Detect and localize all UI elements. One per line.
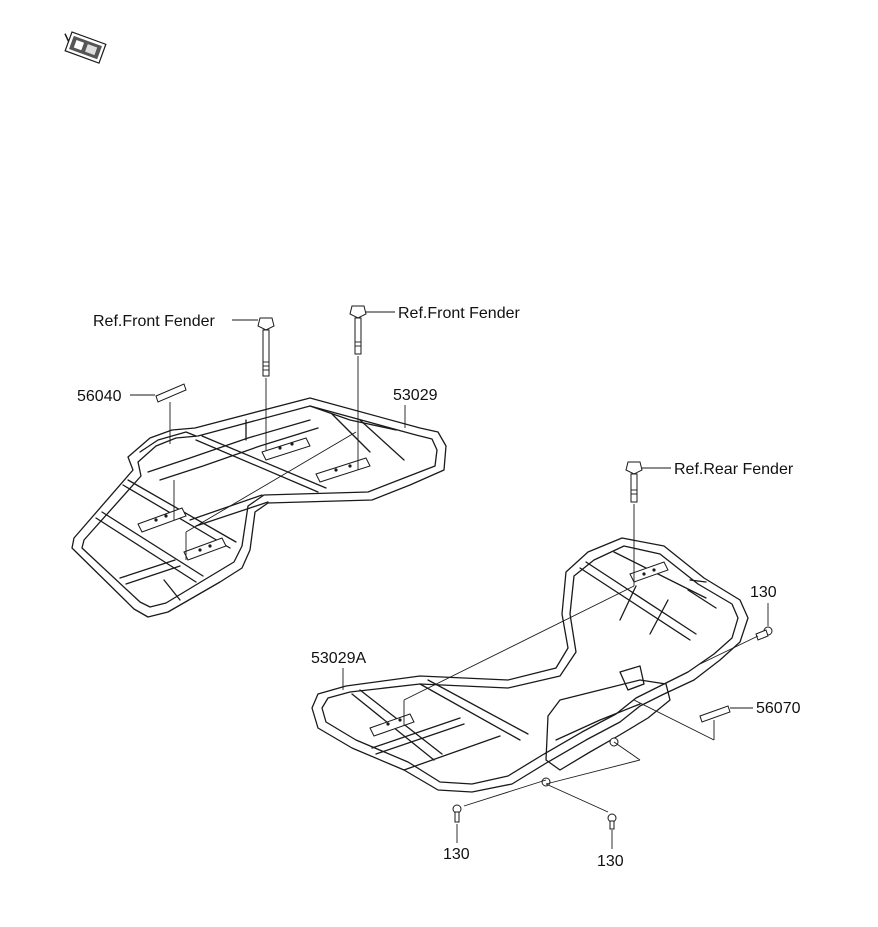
label-part-56040: 56040 — [77, 388, 122, 405]
front-carrier-53029 — [71, 397, 447, 618]
rear-bolt-icon — [625, 461, 643, 586]
rear-carrier-53029A — [311, 537, 749, 793]
label-part-53029: 53029 — [393, 387, 438, 404]
label-part-130-left-bottom: 130 — [443, 846, 470, 863]
rear-pad-icon — [699, 705, 731, 723]
front-pad-icon — [155, 383, 187, 444]
label-part-130-mid-bottom: 130 — [597, 853, 624, 870]
kawasaki-parts-logo-icon — [64, 31, 107, 64]
bolt-130-right-icon — [755, 626, 773, 641]
label-part-53029A: 53029A — [311, 650, 366, 667]
bolt-130-left-bottom-icon — [452, 804, 462, 823]
label-ref-front-fender-right: Ref.Front Fender — [398, 305, 521, 322]
front-bolt-left-icon — [257, 317, 275, 450]
bolt-130-mid-bottom-icon — [607, 813, 617, 830]
label-part-56070: 56070 — [756, 700, 801, 717]
front-bolt-right-icon — [349, 305, 367, 470]
label-ref-front-fender-left: Ref.Front Fender — [93, 313, 216, 330]
label-part-130-right: 130 — [750, 584, 777, 601]
label-ref-rear-fender: Ref.Rear Fender — [674, 461, 794, 478]
